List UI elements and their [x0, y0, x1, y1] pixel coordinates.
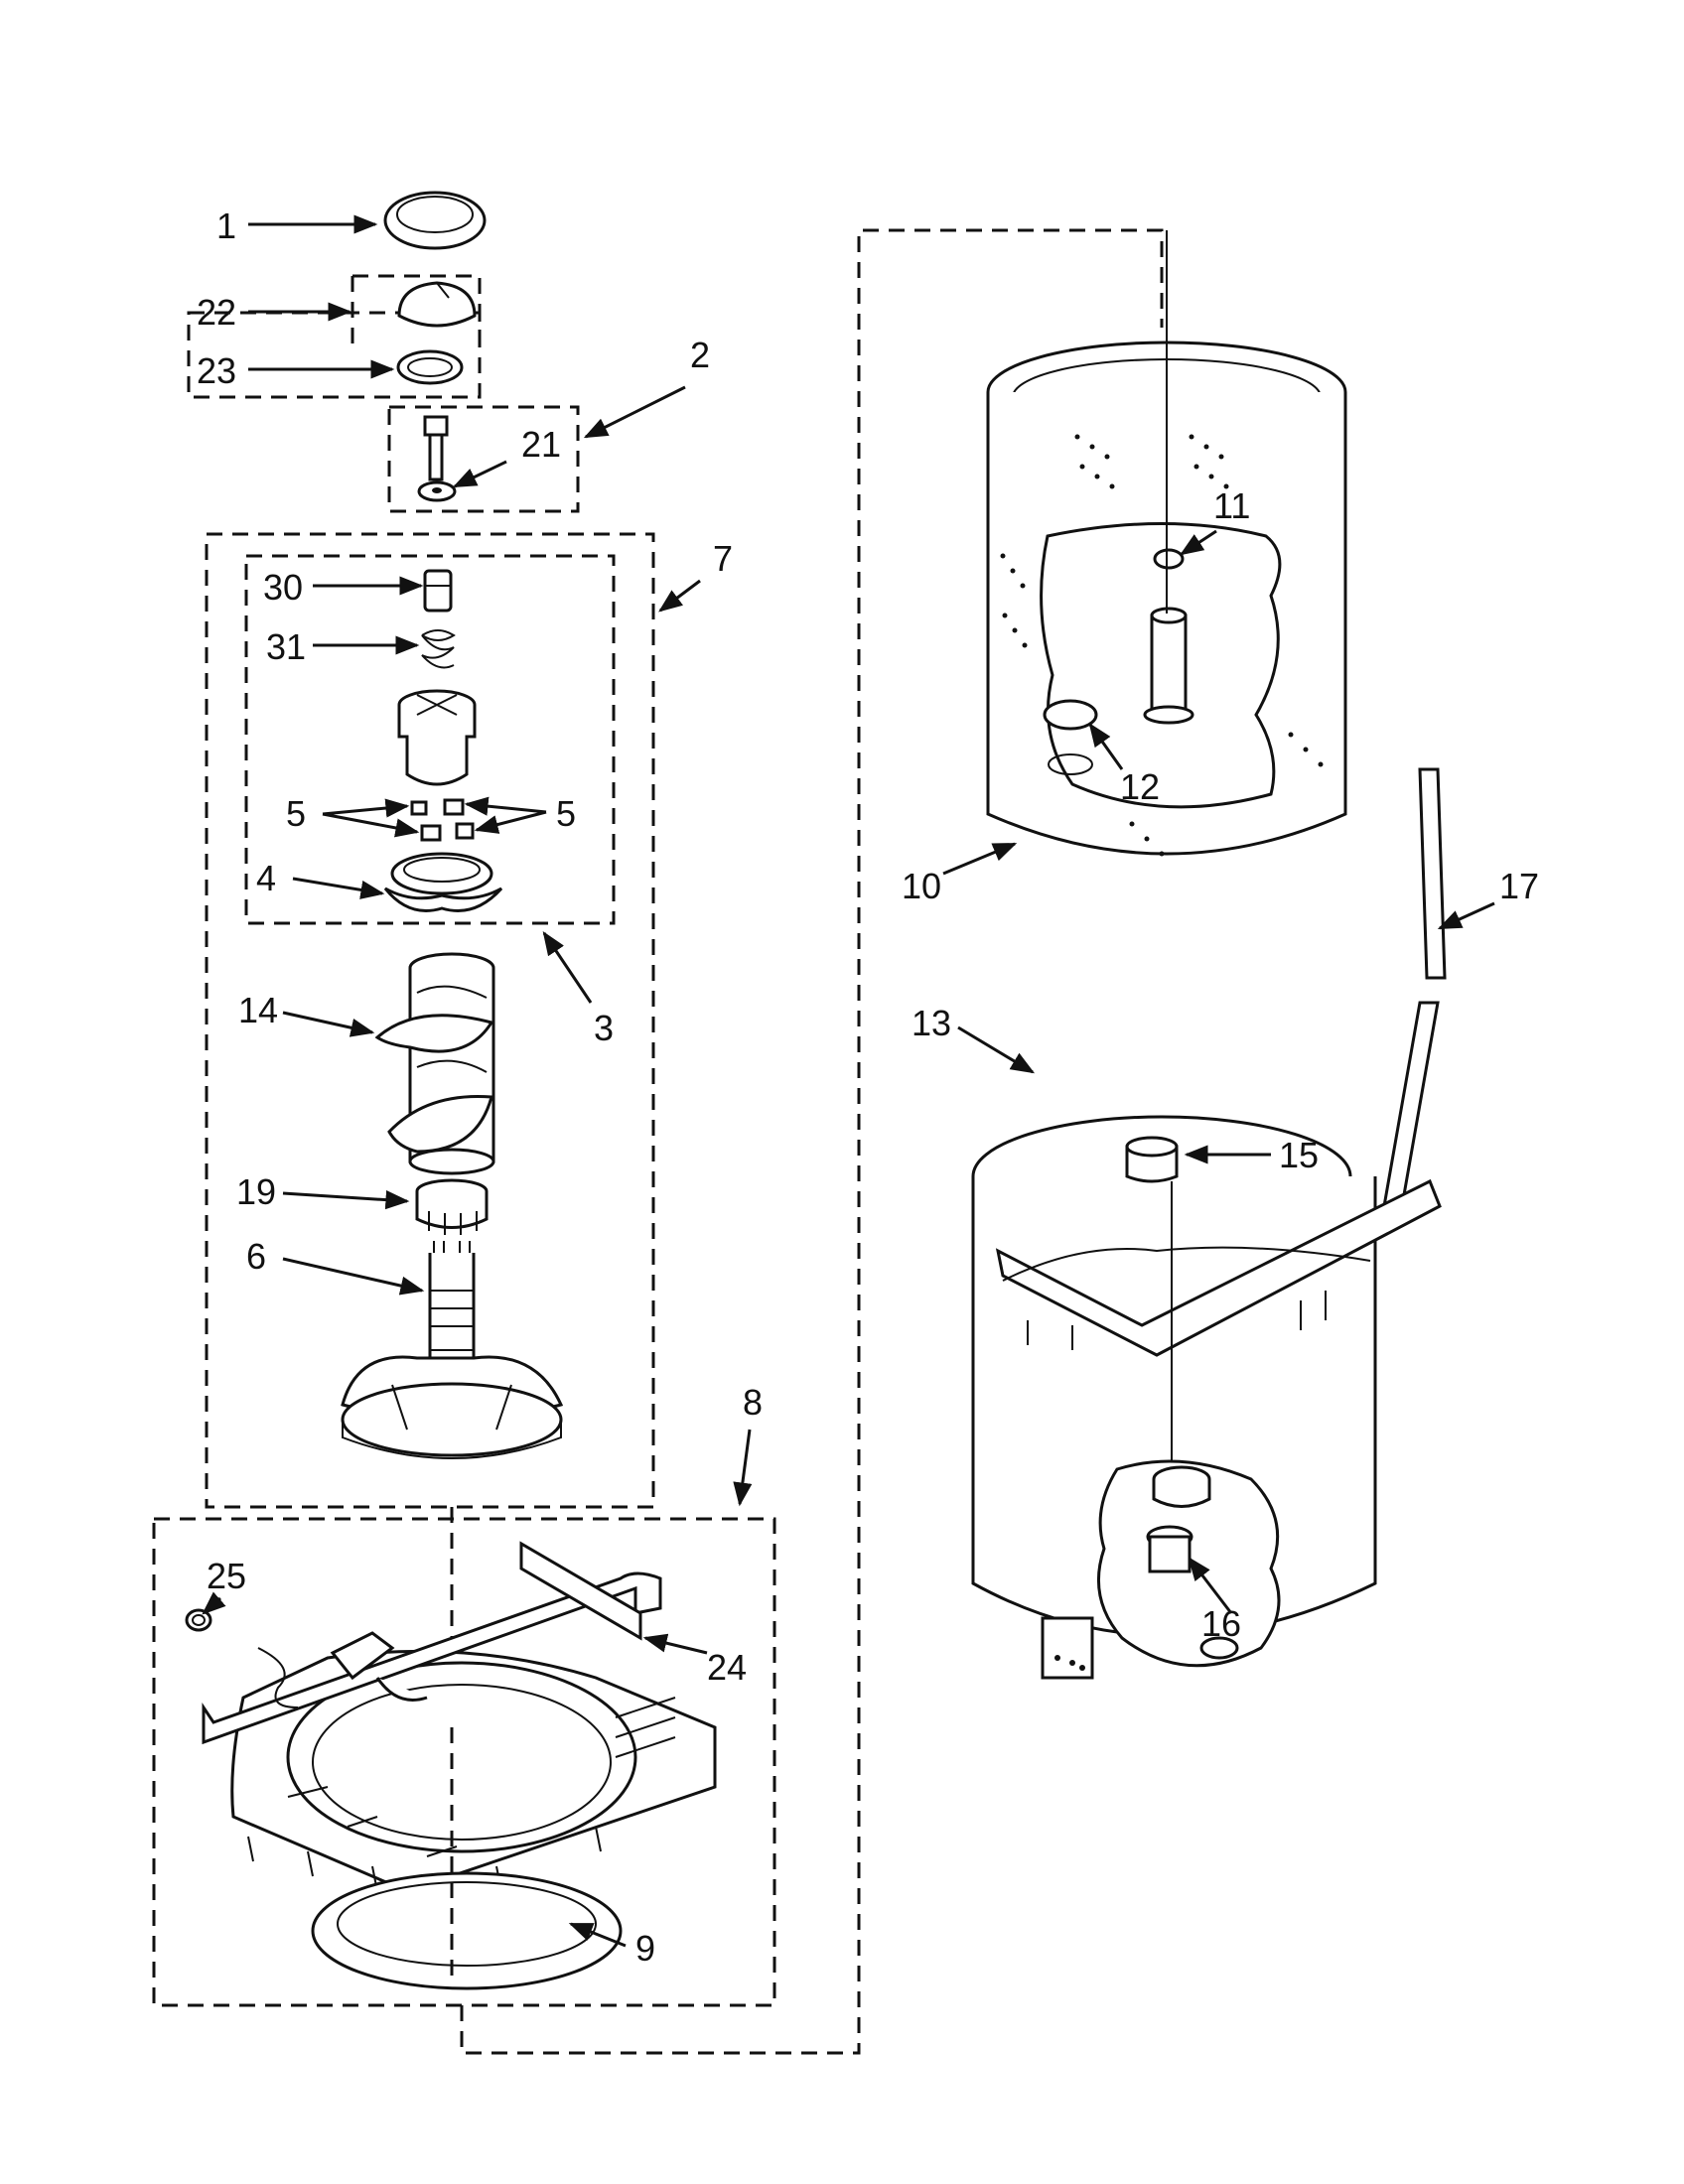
part-tub-ring-lower: [311, 1871, 623, 1990]
arrow-21: [452, 460, 507, 488]
callout-labels: 1 22 23 2 21 7 30 31 5 5 4 3 14 19 6 8 2…: [197, 205, 1539, 1969]
arrow-13: [957, 1025, 1036, 1074]
arrow-10: [942, 842, 1018, 876]
callout-3: 3: [594, 1008, 614, 1048]
part-cap-insert: [397, 281, 477, 328]
callout-12: 12: [1120, 766, 1160, 807]
callout-4: 4: [256, 858, 276, 898]
arrow-7: [658, 579, 701, 613]
callout-15: 15: [1279, 1135, 1319, 1175]
callout-13: 13: [912, 1003, 951, 1043]
group-boxes: [152, 228, 1164, 2055]
callout-24: 24: [707, 1647, 747, 1688]
arrow-12: [1088, 723, 1124, 770]
callout-11: 11: [1213, 485, 1250, 526]
callout-25: 25: [207, 1556, 246, 1596]
arrow-6: [282, 1257, 425, 1296]
arrow-11: [1179, 529, 1217, 556]
callout-22: 22: [197, 292, 236, 333]
part-spring: [421, 629, 456, 669]
part-agitator-auger: [374, 952, 495, 1175]
arrow-14: [282, 1011, 375, 1037]
arrow-19: [282, 1190, 410, 1210]
callout-14: 14: [238, 990, 278, 1030]
callout-17: 17: [1499, 866, 1539, 906]
callout-8: 8: [743, 1382, 763, 1423]
part-dog-retainer: [423, 569, 453, 613]
arrow-2: [583, 385, 686, 439]
arrow-25: [202, 1591, 226, 1615]
leader-arrows: [202, 214, 1495, 1948]
callout-31: 31: [266, 626, 306, 667]
callout-5-left: 5: [286, 793, 306, 834]
callout-10: 10: [902, 866, 941, 906]
arrow-17: [1437, 901, 1495, 930]
arrow-9: [568, 1922, 627, 1948]
part-seal-ring: [396, 349, 464, 385]
basket-perforations: [1000, 434, 1324, 857]
callout-19: 19: [236, 1171, 276, 1212]
arrow-5b-top: [464, 796, 547, 816]
callout-16: 16: [1201, 1603, 1241, 1644]
arrow-5a-top: [322, 798, 410, 818]
arrow-5a-bottom: [322, 812, 420, 838]
callout-1: 1: [216, 205, 236, 246]
part-agitator-cap: [383, 191, 487, 250]
part-bearing: [415, 1178, 489, 1235]
arrow-5b-bottom: [474, 810, 547, 834]
tub-connector-line: [460, 228, 1164, 2055]
box-2: [387, 405, 580, 513]
part-dog-ring: [383, 852, 503, 912]
callout-30: 30: [263, 567, 303, 608]
part-cam-housing: [397, 689, 477, 786]
callout-9: 9: [635, 1928, 655, 1969]
part-hose-clip: [185, 1608, 212, 1632]
box-23: [187, 311, 482, 399]
part-agitator-dogs: [410, 798, 475, 842]
arrow-16: [1188, 1557, 1233, 1614]
callout-6: 6: [246, 1236, 266, 1277]
callout-2: 2: [690, 335, 710, 375]
box-8: [152, 1517, 776, 2007]
part-tub-ring-assembly: [202, 1541, 717, 1893]
callout-5-right: 5: [556, 793, 576, 834]
part-wash-basket: [986, 230, 1347, 857]
part-outer-tub: [971, 1115, 1442, 1680]
part-fill-hose: [1382, 767, 1447, 1208]
part-bolt-washer: [417, 415, 457, 502]
arrow-3: [542, 931, 593, 1004]
arrow-24: [642, 1633, 708, 1655]
box-7: [205, 532, 655, 1509]
part-agitator-base: [341, 1241, 564, 1459]
callout-23: 23: [197, 350, 236, 391]
callout-21: 21: [521, 424, 561, 465]
box-3: [244, 554, 616, 925]
callout-7: 7: [713, 538, 733, 579]
arrow-8: [733, 1429, 753, 1507]
arrow-4: [292, 877, 385, 899]
